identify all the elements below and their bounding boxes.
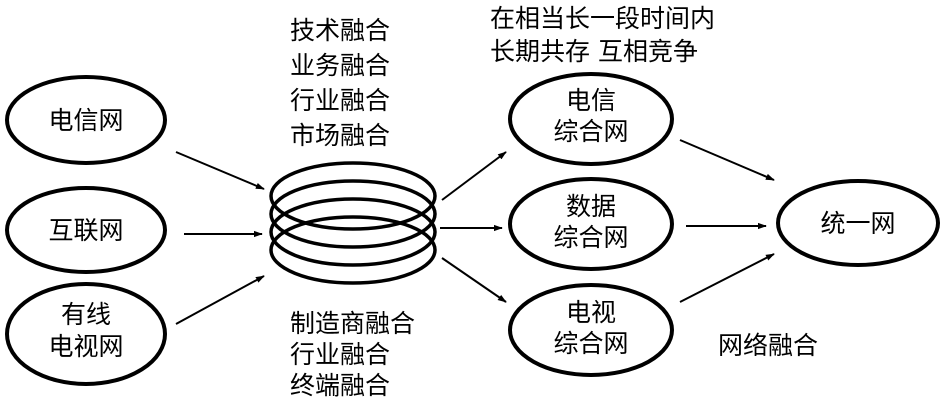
arrow bbox=[175, 275, 265, 325]
note-line: 长期共存 互相竞争 bbox=[490, 37, 698, 66]
node-label: 电信网 bbox=[48, 106, 123, 135]
network-fusion-label: 网络融合 bbox=[718, 331, 818, 360]
node-tv-integrated-network: 电视 综合网 bbox=[508, 283, 674, 377]
top-fusion-labels: 技术融合 业务融合 行业融合 市场融合 bbox=[290, 16, 390, 150]
bottom-fusion-labels: 制造商融合 行业融合 终端融合 bbox=[290, 309, 415, 400]
node-cable-tv-network: 有线 电视网 bbox=[5, 282, 167, 386]
fusion-label: 终端融合 bbox=[290, 371, 390, 400]
node-label: 综合网 bbox=[553, 117, 628, 146]
fusion-label: 技术融合 bbox=[290, 16, 390, 45]
arrow bbox=[679, 139, 775, 181]
node-telecom-network: 电信网 bbox=[5, 75, 167, 165]
node-label: 互联网 bbox=[48, 216, 123, 245]
fusion-label: 行业融合 bbox=[290, 340, 390, 369]
node-label: 综合网 bbox=[553, 223, 628, 252]
node-label: 电视网 bbox=[48, 332, 123, 361]
node-label: 综合网 bbox=[553, 329, 628, 358]
note-line: 在相当长一段时间内 bbox=[490, 4, 715, 33]
fusion-rings bbox=[269, 161, 437, 285]
coexistence-note: 在相当长一段时间内 长期共存 互相竞争 bbox=[490, 4, 715, 66]
node-internet: 互联网 bbox=[5, 186, 167, 274]
fusion-label: 行业融合 bbox=[290, 86, 390, 115]
arrow bbox=[441, 257, 507, 303]
fusion-label: 业务融合 bbox=[290, 51, 390, 80]
node-label: 有线 bbox=[61, 300, 111, 329]
node-label: 电视 bbox=[566, 298, 616, 327]
fusion-label: 制造商融合 bbox=[290, 309, 415, 338]
arrow bbox=[175, 151, 265, 190]
fusion-label: 市场融合 bbox=[290, 121, 390, 150]
node-label: 统一网 bbox=[820, 209, 895, 238]
node-label: 电信 bbox=[566, 86, 616, 115]
node-data-integrated-network: 数据 综合网 bbox=[508, 177, 674, 271]
arrow bbox=[679, 253, 775, 303]
arrow bbox=[441, 151, 507, 201]
node-telecom-integrated-network: 电信 综合网 bbox=[508, 72, 674, 166]
node-unified-network: 统一网 bbox=[776, 179, 940, 267]
node-label: 数据 bbox=[566, 192, 616, 221]
